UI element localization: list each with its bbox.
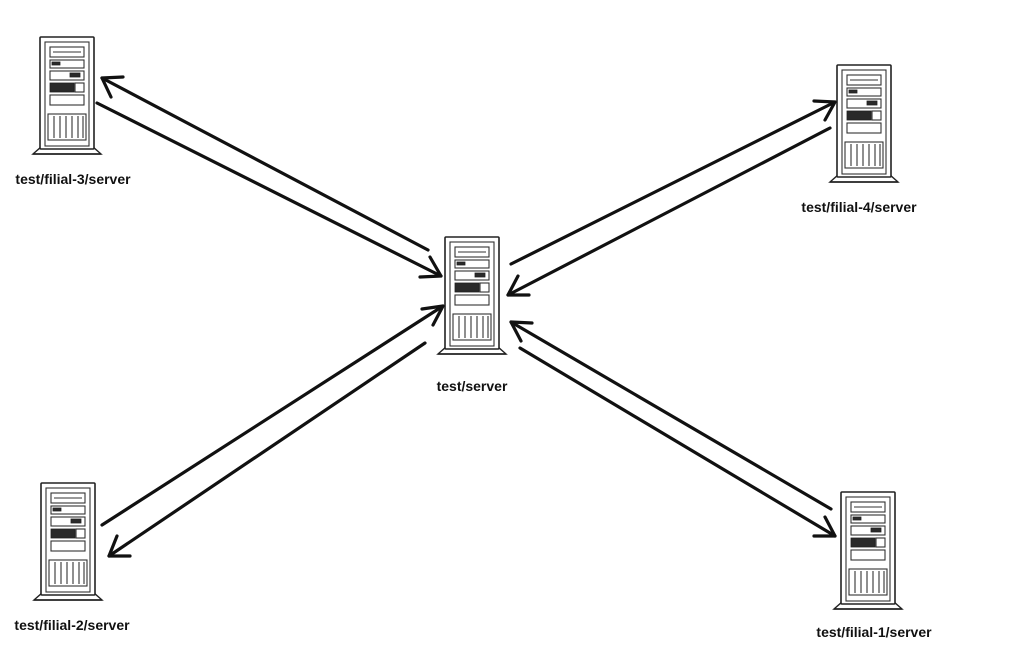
arrow-to-hub-from-filial-4	[506, 126, 832, 297]
server-tower-icon	[437, 236, 507, 355]
node-hub: test/server	[437, 236, 508, 394]
arrow-to-filial-1	[518, 346, 837, 538]
arrow-to-hub-from-filial-1	[509, 320, 833, 511]
node-filial-4: test/filial-4/server	[801, 64, 917, 215]
node-filial-1: test/filial-1/server	[816, 491, 932, 640]
arrow-to-filial-2	[107, 341, 427, 558]
node-label: test/filial-4/server	[801, 199, 917, 215]
server-tower-icon	[33, 482, 103, 601]
node-label: test/filial-1/server	[816, 624, 932, 640]
arrow-to-filial-4	[509, 99, 837, 266]
server-tower-icon	[833, 491, 903, 610]
arrow-to-filial-3	[100, 75, 430, 252]
edge-filial-2-hub	[100, 304, 445, 558]
edge-filial-1-hub	[509, 320, 837, 538]
server-tower-icon	[32, 36, 102, 155]
node-label: test/filial-2/server	[14, 617, 130, 633]
node-label: test/filial-3/server	[15, 171, 131, 187]
arrow-to-hub-from-filial-2	[100, 304, 445, 527]
edge-filial-4-hub	[506, 99, 837, 297]
server-tower-icon	[829, 64, 899, 183]
arrow-to-hub-from-filial-3	[95, 101, 443, 279]
node-label: test/server	[437, 378, 508, 394]
edge-filial-3-hub	[95, 75, 443, 279]
node-filial-3: test/filial-3/server	[15, 36, 131, 187]
node-filial-2: test/filial-2/server	[14, 482, 130, 633]
